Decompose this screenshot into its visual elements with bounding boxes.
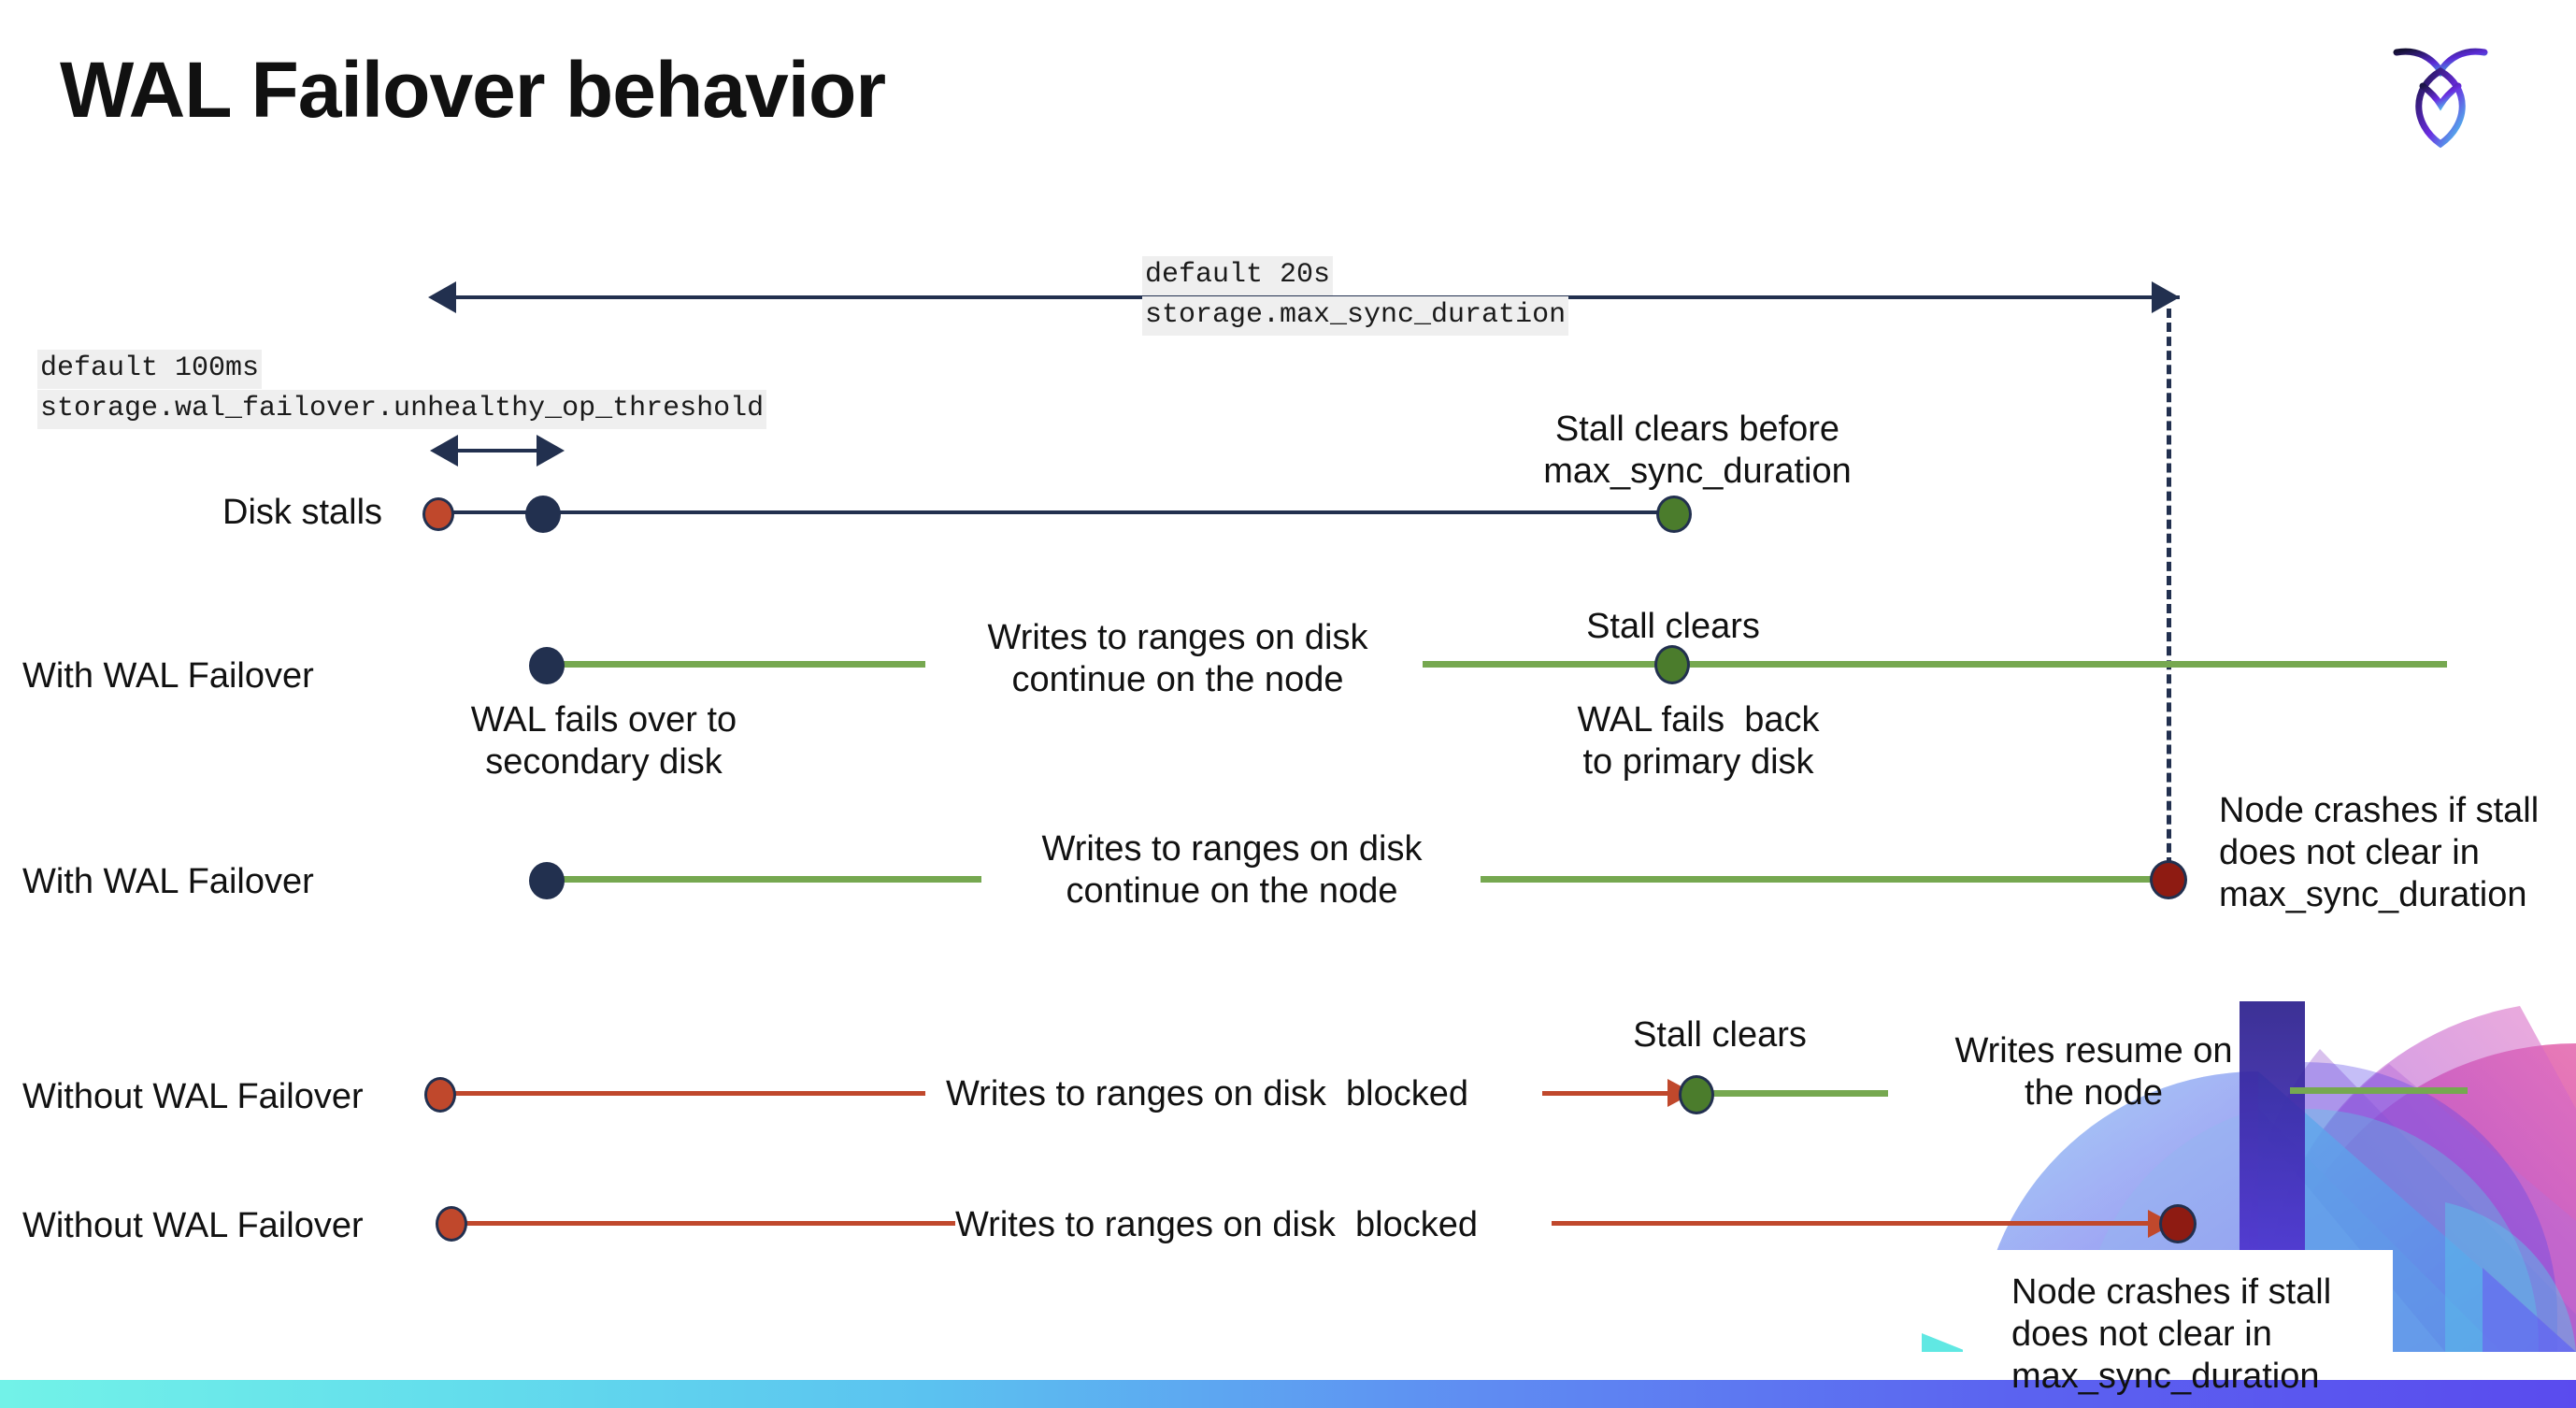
disk-stalls-timeline xyxy=(439,510,1673,514)
annotation-stall-clears-before: Stall clears before max_sync_duration xyxy=(1543,409,1852,491)
row-label-with-wal-failover-1: With WAL Failover xyxy=(22,656,314,696)
row4-red-segment-a xyxy=(449,1091,925,1096)
row3-green-segment-b xyxy=(1481,876,2163,883)
annotation-wal-fails-over: WAL fails over to secondary disk xyxy=(470,700,737,782)
row-label-without-wal-failover-1: Without WAL Failover xyxy=(22,1077,364,1116)
threshold-arrowhead-right xyxy=(537,435,565,467)
max-sync-name-chip: storage.max_sync_duration xyxy=(1142,296,1569,336)
row-label-with-wal-failover-2: With WAL Failover xyxy=(22,862,314,901)
row4-red-segment-b xyxy=(1542,1091,1673,1096)
row4-green-segment xyxy=(1710,1090,1888,1097)
row2-green-segment-b xyxy=(1423,661,2447,668)
cockroachdb-logo-icon xyxy=(2389,34,2492,153)
annotation-writes-blocked-1: Writes to ranges on disk blocked xyxy=(946,1074,1469,1113)
threshold-span-line xyxy=(454,449,537,453)
annotation-stall-clears-row2: Stall clears xyxy=(1586,607,1760,646)
annotation-stall-clears-row4: Stall clears xyxy=(1633,1015,1807,1055)
disk-stall-clear-dot xyxy=(1656,496,1692,533)
annotation-writes-continue-2: Writes to ranges on disk continue on the… xyxy=(1041,829,1423,911)
row4-green-segment-far xyxy=(2290,1087,2468,1094)
page-title: WAL Failover behavior xyxy=(60,46,886,134)
annotation-wal-fails-back: WAL fails back to primary disk xyxy=(1577,700,1820,782)
bottom-gradient-strip xyxy=(0,1380,2576,1408)
max-sync-default-chip: default 20s xyxy=(1142,256,1334,295)
row4-stall-clear-dot xyxy=(1679,1075,1714,1114)
row3-node-crash-dot xyxy=(2150,860,2187,899)
annotation-writes-blocked-2: Writes to ranges on disk blocked xyxy=(955,1205,1479,1244)
row5-red-segment-b xyxy=(1552,1221,2154,1226)
row4-stall-start-dot xyxy=(424,1077,456,1113)
unhealthy-name-chip: storage.wal_failover.unhealthy_op_thresh… xyxy=(37,390,767,429)
row-label-without-wal-failover-2: Without WAL Failover xyxy=(22,1206,364,1245)
row5-red-segment-a xyxy=(460,1221,955,1226)
disk-stall-failover-dot xyxy=(525,496,561,533)
row2-stall-clear-dot xyxy=(1654,645,1690,684)
row3-failover-dot xyxy=(529,862,565,899)
row5-stall-start-dot xyxy=(436,1206,467,1242)
row3-green-segment-a xyxy=(542,876,981,883)
max-sync-arrowhead-right xyxy=(2152,281,2180,313)
text-backdrop-panel-2 xyxy=(2187,767,2576,888)
row2-green-segment-a xyxy=(542,661,925,668)
annotation-writes-resume: Writes resume on the node xyxy=(1954,1031,2233,1113)
row5-node-crash-dot xyxy=(2159,1204,2197,1243)
max-sync-drop-dashed-line xyxy=(2167,309,2171,881)
annotation-writes-continue-1: Writes to ranges on disk continue on the… xyxy=(987,618,1368,699)
disk-stall-start-dot xyxy=(422,497,454,531)
threshold-arrowhead-left xyxy=(430,435,458,467)
max-sync-arrowhead-left xyxy=(428,281,456,313)
unhealthy-default-chip: default 100ms xyxy=(37,350,263,389)
row-label-disk-stalls: Disk stalls xyxy=(222,493,383,532)
row2-failover-dot xyxy=(529,647,565,684)
annotation-node-crashes-row5: Node crashes if stall does not clear in … xyxy=(2011,1272,2332,1396)
annotation-node-crashes-row3: Node crashes if stall does not clear in … xyxy=(2219,791,2540,914)
